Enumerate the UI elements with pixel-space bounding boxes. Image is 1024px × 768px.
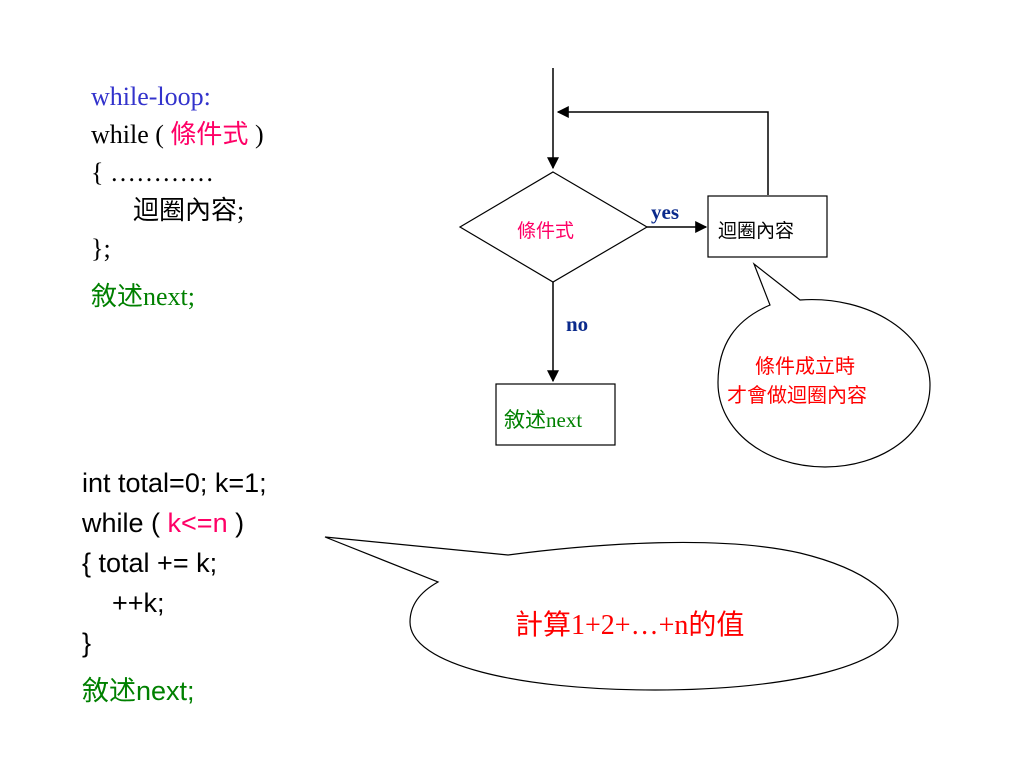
- while-keyword-2: while (: [82, 508, 168, 538]
- condition-callout-bubble: [717, 262, 931, 468]
- condition-label: 條件式: [517, 221, 575, 242]
- top-code-block: while-loop: while ( 條件式 ) { ………… 迴圈內容; }…: [91, 78, 264, 316]
- sum-callout-bubble: [324, 536, 899, 691]
- condition-callout-line2: 才會做迴圈內容: [727, 385, 867, 407]
- code-total-line: { total += k;: [82, 548, 218, 578]
- code-while-line: while ( 條件式 ): [91, 116, 264, 154]
- code-increment-line: ++k;: [112, 588, 165, 618]
- code-close-brace-line: };: [91, 234, 111, 263]
- loop-back-arrow: [556, 106, 769, 195]
- code-heading: while-loop:: [91, 82, 211, 111]
- code-init-line: int total=0; k=1;: [82, 468, 267, 498]
- code-next-statement-2: 敘述next;: [82, 676, 195, 706]
- code-close-brace-line-2: }: [82, 628, 92, 658]
- while-keyword: while (: [91, 120, 171, 149]
- loop-body-label: 迴圈內容: [718, 221, 795, 242]
- code-next-statement: 敘述next;: [91, 282, 195, 311]
- yes-label: yes: [651, 200, 679, 224]
- code-open-brace-line: { …………: [91, 158, 214, 187]
- code-loop-body-line: 迴圈內容;: [133, 196, 245, 225]
- while-close-paren: ): [248, 120, 264, 149]
- code-while-line-2: while ( k<=n ): [82, 503, 267, 543]
- while-close-paren-2: ): [227, 508, 245, 538]
- condition-text: 條件式: [170, 120, 249, 149]
- condition-callout-text: 條件成立時: [755, 353, 855, 382]
- condition-callout-line1: 條件成立時: [755, 356, 855, 378]
- no-label: no: [566, 312, 589, 336]
- next-stmt-label: 敘述next: [504, 408, 583, 432]
- condition-text-2: k<=n: [167, 508, 228, 538]
- condition-callout-text-2: 才會做迴圈內容: [727, 382, 867, 411]
- loop-body-box: [707, 195, 828, 258]
- sum-callout-text: 計算1+2+…+n的值: [515, 610, 745, 641]
- next-stmt-box: [495, 383, 616, 446]
- bottom-code-block: int total=0; k=1; while ( k<=n ) { total…: [82, 463, 267, 711]
